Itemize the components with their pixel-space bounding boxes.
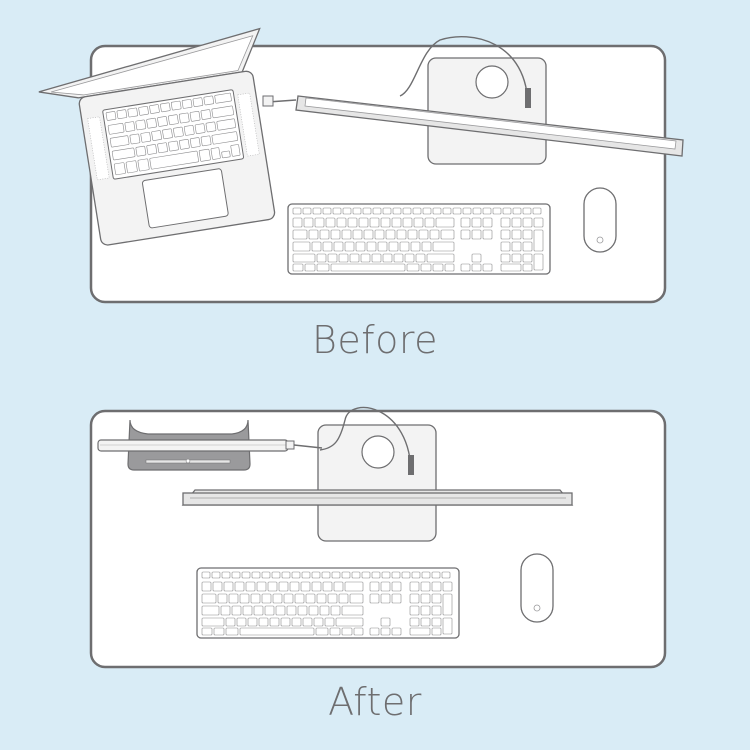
mouse-icon <box>583 187 617 253</box>
vertical-laptop-stand-icon <box>97 419 323 471</box>
after-caption: After <box>328 680 422 724</box>
keyboard-icon <box>196 567 460 639</box>
before-panel <box>38 27 684 304</box>
monitor-icon <box>295 36 684 165</box>
mouse-icon <box>520 553 554 623</box>
after-panel <box>89 406 667 669</box>
laptop-icon <box>38 27 276 246</box>
monitor-icon <box>181 406 574 542</box>
keyboard-icon <box>287 203 551 275</box>
before-caption: Before <box>311 318 439 362</box>
